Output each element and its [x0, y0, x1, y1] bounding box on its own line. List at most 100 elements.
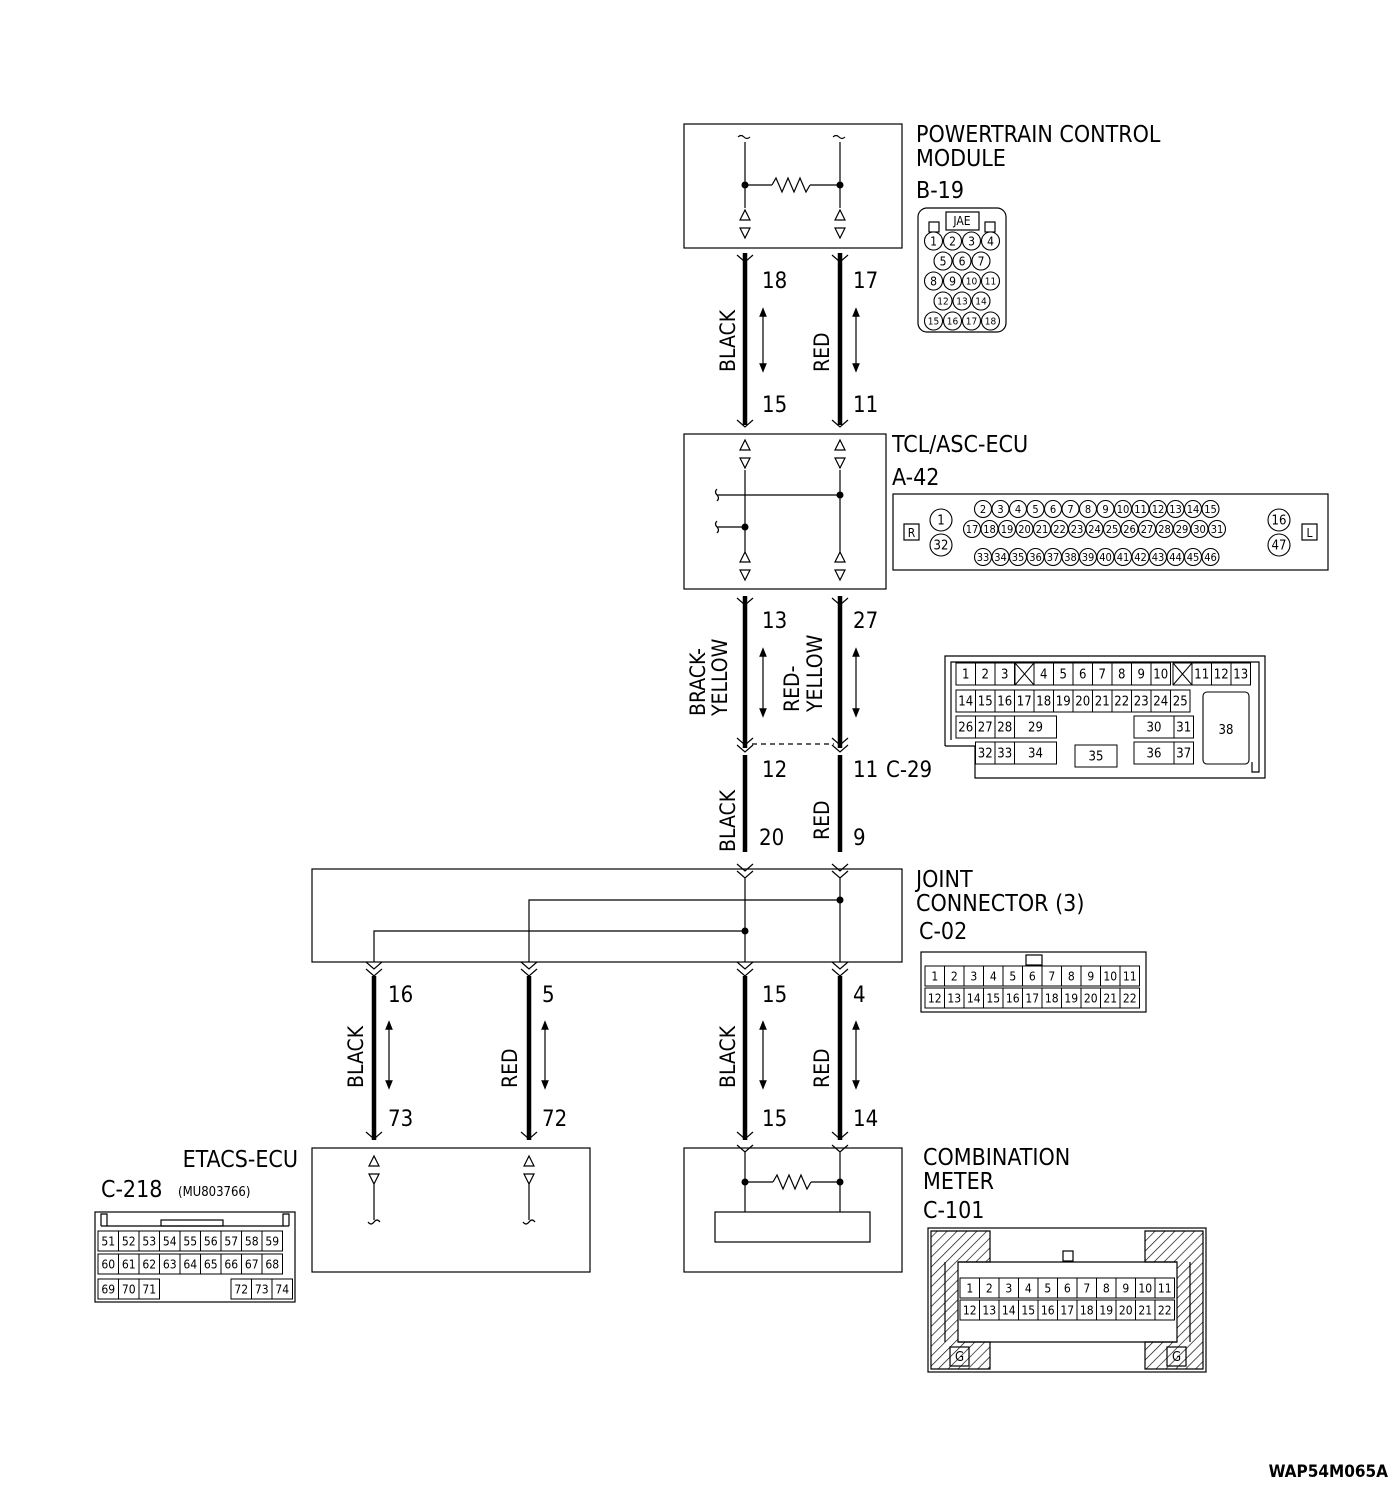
- figure-code: WAP54M065A: [1269, 1462, 1389, 1482]
- connector-pin: [952, 291, 972, 311]
- connector-pin-label: 21: [1103, 991, 1117, 1005]
- connector-pin-label: 66: [224, 1257, 238, 1271]
- connector-pin: [942, 311, 963, 331]
- connector-pin-label: 51: [101, 1234, 115, 1248]
- connector-pin-label: 15: [986, 991, 1000, 1005]
- pcm-title-line2: MODULE: [916, 146, 1006, 172]
- connector-pin-label: 12: [1152, 503, 1165, 516]
- wire-color-black-1: BLACK: [716, 309, 740, 372]
- connector-pin-label: 28: [997, 721, 1012, 736]
- connector-pin-label: 14: [1187, 503, 1200, 516]
- connector-pin-label: 44: [1169, 551, 1182, 564]
- connector-pin-label: 12: [928, 991, 942, 1005]
- pin-tcl-15: 15: [762, 393, 787, 418]
- connector-pin-label: 11: [1158, 1281, 1172, 1295]
- connector-pin-label: 28: [1158, 523, 1171, 536]
- connector-pin: [1014, 715, 1057, 739]
- connector-pin-label: 53: [142, 1234, 156, 1248]
- etacs-ecu-module: [311, 1147, 591, 1273]
- wire-pcm-tcl: [736, 253, 860, 428]
- connector-pin: [1154, 1277, 1175, 1299]
- connector-pin-label: 14: [958, 695, 973, 710]
- connector-pin-label: 7: [978, 254, 985, 268]
- tcl-asc-ecu-module: [683, 433, 887, 590]
- connector-pin-label: 16: [997, 695, 1012, 710]
- connector-pin-label: 5: [1009, 969, 1016, 983]
- connector-pin-label: 41: [1117, 551, 1130, 564]
- connector-pin-label: 2: [951, 969, 958, 983]
- connector-pin: [271, 1278, 293, 1300]
- connector-pin-label: 12: [937, 297, 948, 308]
- c29-connector-id: C-29: [886, 758, 932, 783]
- connector-pin: [1150, 662, 1171, 686]
- connector-pin-label: 3: [970, 969, 977, 983]
- connector-pin-label: 11: [1123, 969, 1137, 983]
- connector-pin: [1201, 547, 1220, 567]
- connector-pin-label: 30: [1193, 523, 1206, 536]
- connector-pin: [1201, 499, 1220, 519]
- connector-pin-label: 35: [1089, 750, 1104, 765]
- connector-pin: [923, 311, 944, 331]
- connector-pin-label: 16: [1006, 991, 1020, 1005]
- connector-pin-label: 7: [1099, 668, 1106, 683]
- pin-meter-15: 15: [762, 1107, 787, 1132]
- connector-pin: [942, 231, 963, 251]
- connector-pin-label: 10: [1117, 503, 1130, 516]
- connector-pin: [138, 1278, 160, 1300]
- connector-pin-label: 52: [122, 1234, 136, 1248]
- connector-pin: [929, 508, 953, 532]
- meter-title-line2: METER: [923, 1169, 994, 1195]
- pin-tcl-27: 27: [853, 609, 878, 634]
- connector-pin-label: 37: [1176, 747, 1191, 762]
- connector-pin-label: 1: [931, 969, 938, 983]
- pin-meter-14: 14: [853, 1107, 878, 1132]
- connector-pin-label: 19: [1001, 523, 1014, 536]
- connector-pin-label: 74: [275, 1282, 289, 1296]
- connector-pin: [971, 251, 991, 271]
- c101-ground-right: G: [1172, 1350, 1181, 1365]
- connector-pin-label: 59: [265, 1234, 279, 1248]
- pcm-connector-id: B-19: [916, 178, 964, 204]
- connector-pin-label: 20: [1018, 523, 1031, 536]
- wire-color-red-3: RED: [498, 1048, 522, 1088]
- connector-pin-label: 46: [1204, 551, 1217, 564]
- joint-title-line2: CONNECTOR (3): [916, 891, 1084, 917]
- pin-joint-4: 4: [853, 983, 866, 1008]
- connector-pin-label: 36: [1147, 747, 1162, 762]
- combination-meter-module: [683, 1144, 903, 1273]
- connector-pin-label: 37: [1047, 551, 1060, 564]
- connector-pin-label: 73: [255, 1282, 269, 1296]
- connector-pin-label: 16: [1041, 1303, 1055, 1317]
- pcm-title-line1: POWERTRAIN CONTROL: [916, 122, 1161, 148]
- pin-tcl-11: 11: [853, 393, 878, 418]
- etacs-part-number: (MU803766): [178, 1185, 250, 1200]
- connector-pin-label: 18: [1036, 695, 1051, 710]
- wire-color-brack-yellow-2: YELLOW: [708, 638, 732, 717]
- tcl-connector-id: A-42: [892, 465, 939, 491]
- connector-pin-label: 29: [1028, 721, 1043, 736]
- pin-etacs-73: 73: [388, 1107, 413, 1132]
- meter-title-line1: COMBINATION: [923, 1145, 1070, 1171]
- b19-maker: JAE: [952, 214, 970, 228]
- connector-pin-label: 17: [1025, 991, 1039, 1005]
- connector-pin-label: 6: [959, 254, 966, 268]
- connector-pin-label: 69: [101, 1282, 115, 1296]
- connector-pin-label: 1: [930, 234, 937, 248]
- connector-pin-label: 22: [1123, 991, 1137, 1005]
- connector-pin-label: 70: [122, 1282, 136, 1296]
- connector-pin: [971, 291, 991, 311]
- connector-pin-label: 5: [940, 254, 947, 268]
- connector-pin-label: 19: [1099, 1303, 1113, 1317]
- connector-pin-label: 5: [1044, 1281, 1051, 1295]
- connector-pin: [1267, 533, 1291, 557]
- connector-pin-label: 42: [1134, 551, 1147, 564]
- connector-pin: [933, 291, 953, 311]
- connector-pin: [961, 231, 982, 251]
- connector-pin-label: 4: [987, 234, 994, 248]
- connector-pin-label: 8: [1118, 668, 1125, 683]
- connector-pin-label: 18: [1080, 1303, 1094, 1317]
- connector-pin: [923, 231, 944, 251]
- connector-pin-label: 13: [1233, 668, 1248, 683]
- connector-pin-label: 9: [1122, 1281, 1129, 1295]
